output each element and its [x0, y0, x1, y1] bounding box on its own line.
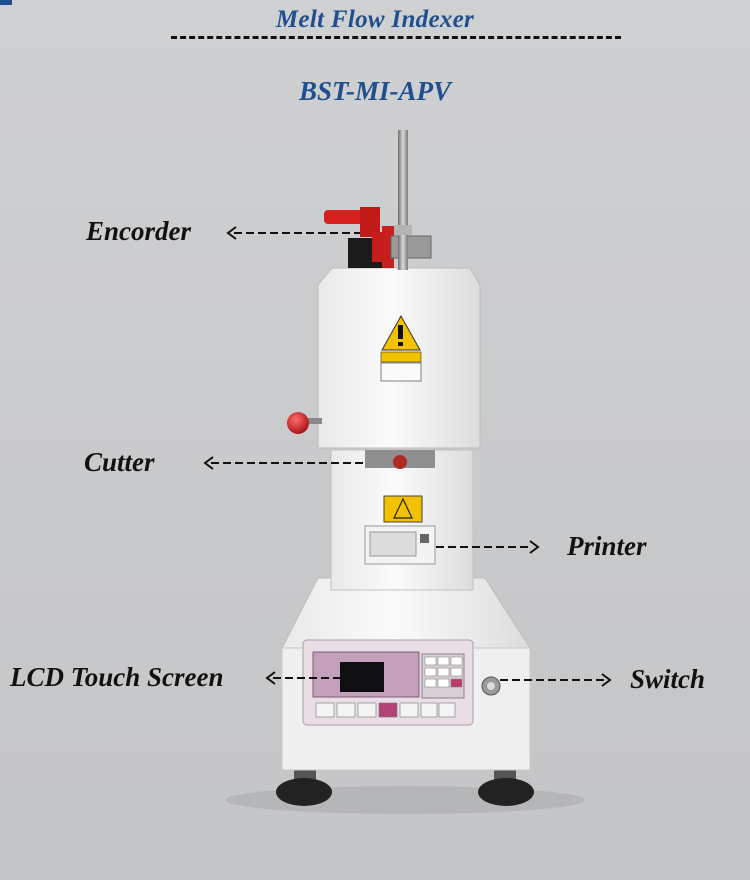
- lcd-arrow: [265, 671, 345, 685]
- encoder-label: Encorder: [86, 216, 192, 246]
- switch-arrow: [500, 673, 612, 687]
- page-title: Melt Flow Indexer: [275, 6, 475, 33]
- switch-label: Switch: [630, 664, 706, 694]
- encoder-arrow: [226, 226, 362, 240]
- model-number: BST-MI-APV: [298, 76, 452, 106]
- title-dashed-divider: [171, 36, 621, 39]
- lcd-touch-screen-label: LCD Touch Screen: [10, 662, 224, 692]
- printer-label: Printer: [567, 531, 647, 561]
- corner-accent: [0, 0, 12, 5]
- cutter-arrow: [203, 456, 369, 470]
- cutter-label: Cutter: [84, 447, 155, 477]
- printer-arrow: [436, 540, 540, 554]
